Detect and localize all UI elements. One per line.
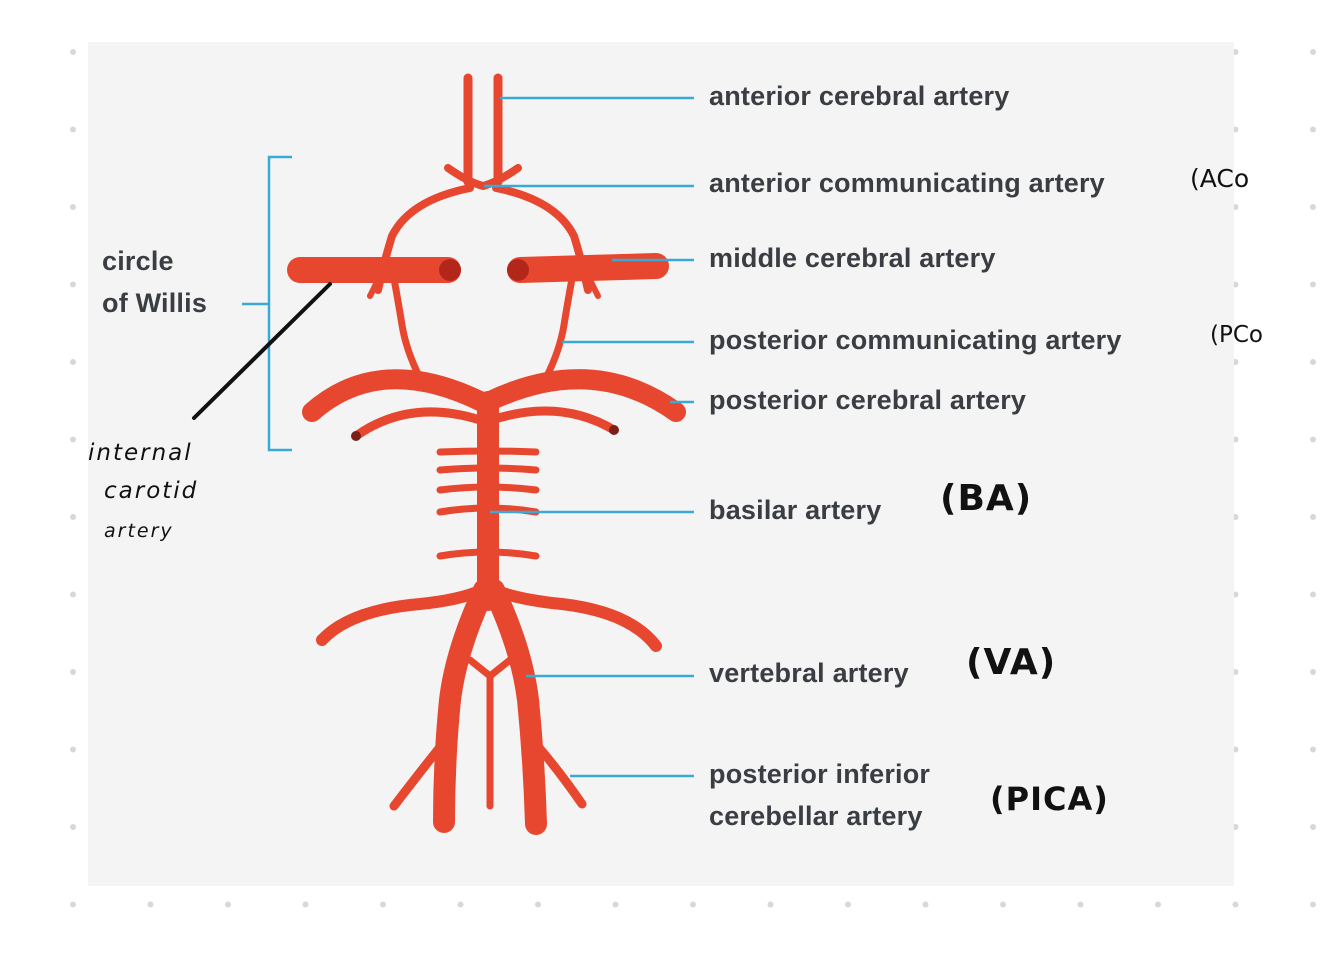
grid-dot — [1000, 901, 1006, 908]
grid-dot — [1310, 126, 1316, 133]
grid-dot — [1310, 204, 1316, 210]
middle-cerebral-artery-right — [507, 253, 669, 283]
grid-dot — [1310, 669, 1316, 675]
note-va-abbrev: (VA) — [966, 642, 1057, 683]
grid-dot — [70, 436, 76, 443]
grid-dot — [1155, 901, 1161, 908]
grid-dot — [70, 746, 76, 753]
grid-dot — [70, 204, 76, 210]
posterior-cerebral-artery-right — [478, 369, 686, 422]
circle-of-willis-bracket — [242, 155, 292, 452]
grid-dot — [70, 591, 76, 598]
label-circle-line1: circle — [102, 246, 174, 276]
scba-tip-right — [609, 425, 619, 435]
grid-dot — [1310, 436, 1316, 443]
label-posterior-communicating-artery: posterior communicating artery — [709, 325, 1122, 355]
note-ica-line3: artery — [104, 520, 174, 542]
grid-dot — [1310, 359, 1316, 365]
label-anterior-cerebral-artery: anterior cerebral artery — [709, 81, 1010, 111]
grid-dot — [690, 901, 696, 908]
grid-dot — [767, 901, 774, 908]
label-anterior-communicating-artery: anterior communicating artery — [709, 168, 1105, 198]
grid-dot — [1310, 281, 1316, 288]
grid-dot — [1310, 514, 1316, 520]
anterior-inferior-cerebellar-left — [316, 584, 488, 646]
grid-dot — [845, 901, 851, 908]
grid-dot — [70, 901, 76, 908]
grid-dot — [70, 514, 76, 520]
grid-dot — [1310, 901, 1316, 908]
internal-carotid-opening-left — [439, 259, 461, 281]
artery-diagram — [287, 73, 686, 835]
grid-dot — [922, 901, 929, 908]
note-pcom-abbrev: (PCo — [1210, 322, 1263, 348]
grid-dot — [1310, 591, 1316, 598]
grid-dot — [70, 281, 76, 288]
internal-carotid-opening-right — [507, 259, 529, 281]
vertebral-artery-left — [433, 579, 495, 833]
pontine-branches — [436, 447, 540, 560]
grid-dot — [457, 901, 464, 908]
grid-dot — [70, 359, 76, 365]
posterior-communicating-left — [388, 264, 424, 382]
label-vertebral-artery: vertebral artery — [709, 658, 909, 688]
grid-dot — [70, 669, 76, 675]
anterior-choroidal-right — [587, 277, 601, 299]
note-pica-abbrev: (PICA) — [990, 780, 1109, 818]
grid-dot — [1310, 824, 1316, 830]
leader-lines — [484, 96, 694, 778]
label-middle-cerebral-artery: middle cerebral artery — [709, 243, 996, 273]
aca-junction — [444, 164, 522, 190]
grid-dot — [612, 901, 619, 908]
grid-dot — [70, 824, 76, 830]
posterior-inferior-cerebellar-right — [531, 739, 587, 809]
grid-dot — [380, 901, 386, 908]
note-ica-line2: carotid — [104, 478, 199, 504]
superior-cerebellar-left — [351, 407, 485, 441]
grid-dot — [70, 126, 76, 133]
note-ba-abbrev: (BA) — [940, 478, 1033, 519]
diagram-panel — [88, 42, 1234, 886]
scba-tip-left — [351, 431, 361, 441]
superior-cerebellar-right — [487, 406, 619, 435]
grid-dot — [1310, 49, 1316, 55]
label-pica-line1: posterior inferior — [709, 759, 931, 789]
posterior-inferior-cerebellar-left — [389, 737, 449, 811]
grid-dot — [1077, 901, 1084, 908]
grid-dot — [1310, 746, 1316, 753]
grid-dot — [535, 901, 541, 908]
label-pica-line2: cerebellar artery — [709, 801, 923, 831]
grid-dot — [1232, 901, 1239, 908]
posterior-communicating-right — [542, 264, 578, 382]
label-circle-line2: of Willis — [102, 288, 208, 318]
grid-dot — [70, 49, 76, 55]
label-basilar-artery: basilar artery — [709, 495, 882, 525]
anterior-inferior-cerebellar-right — [488, 584, 662, 652]
note-acom-abbrev: (ACo — [1190, 164, 1250, 193]
ica-pointer-line — [192, 282, 332, 420]
grid-dot — [302, 901, 309, 908]
label-posterior-cerebral-artery: posterior cerebral artery — [709, 385, 1027, 415]
posterior-cerebral-artery-left — [302, 369, 492, 422]
anterior-choroidal-left — [367, 277, 381, 299]
grid-dot — [225, 901, 231, 908]
note-ica-line1: internal — [88, 440, 193, 466]
grid-dot — [147, 901, 154, 908]
vertebral-artery-right — [483, 579, 547, 835]
